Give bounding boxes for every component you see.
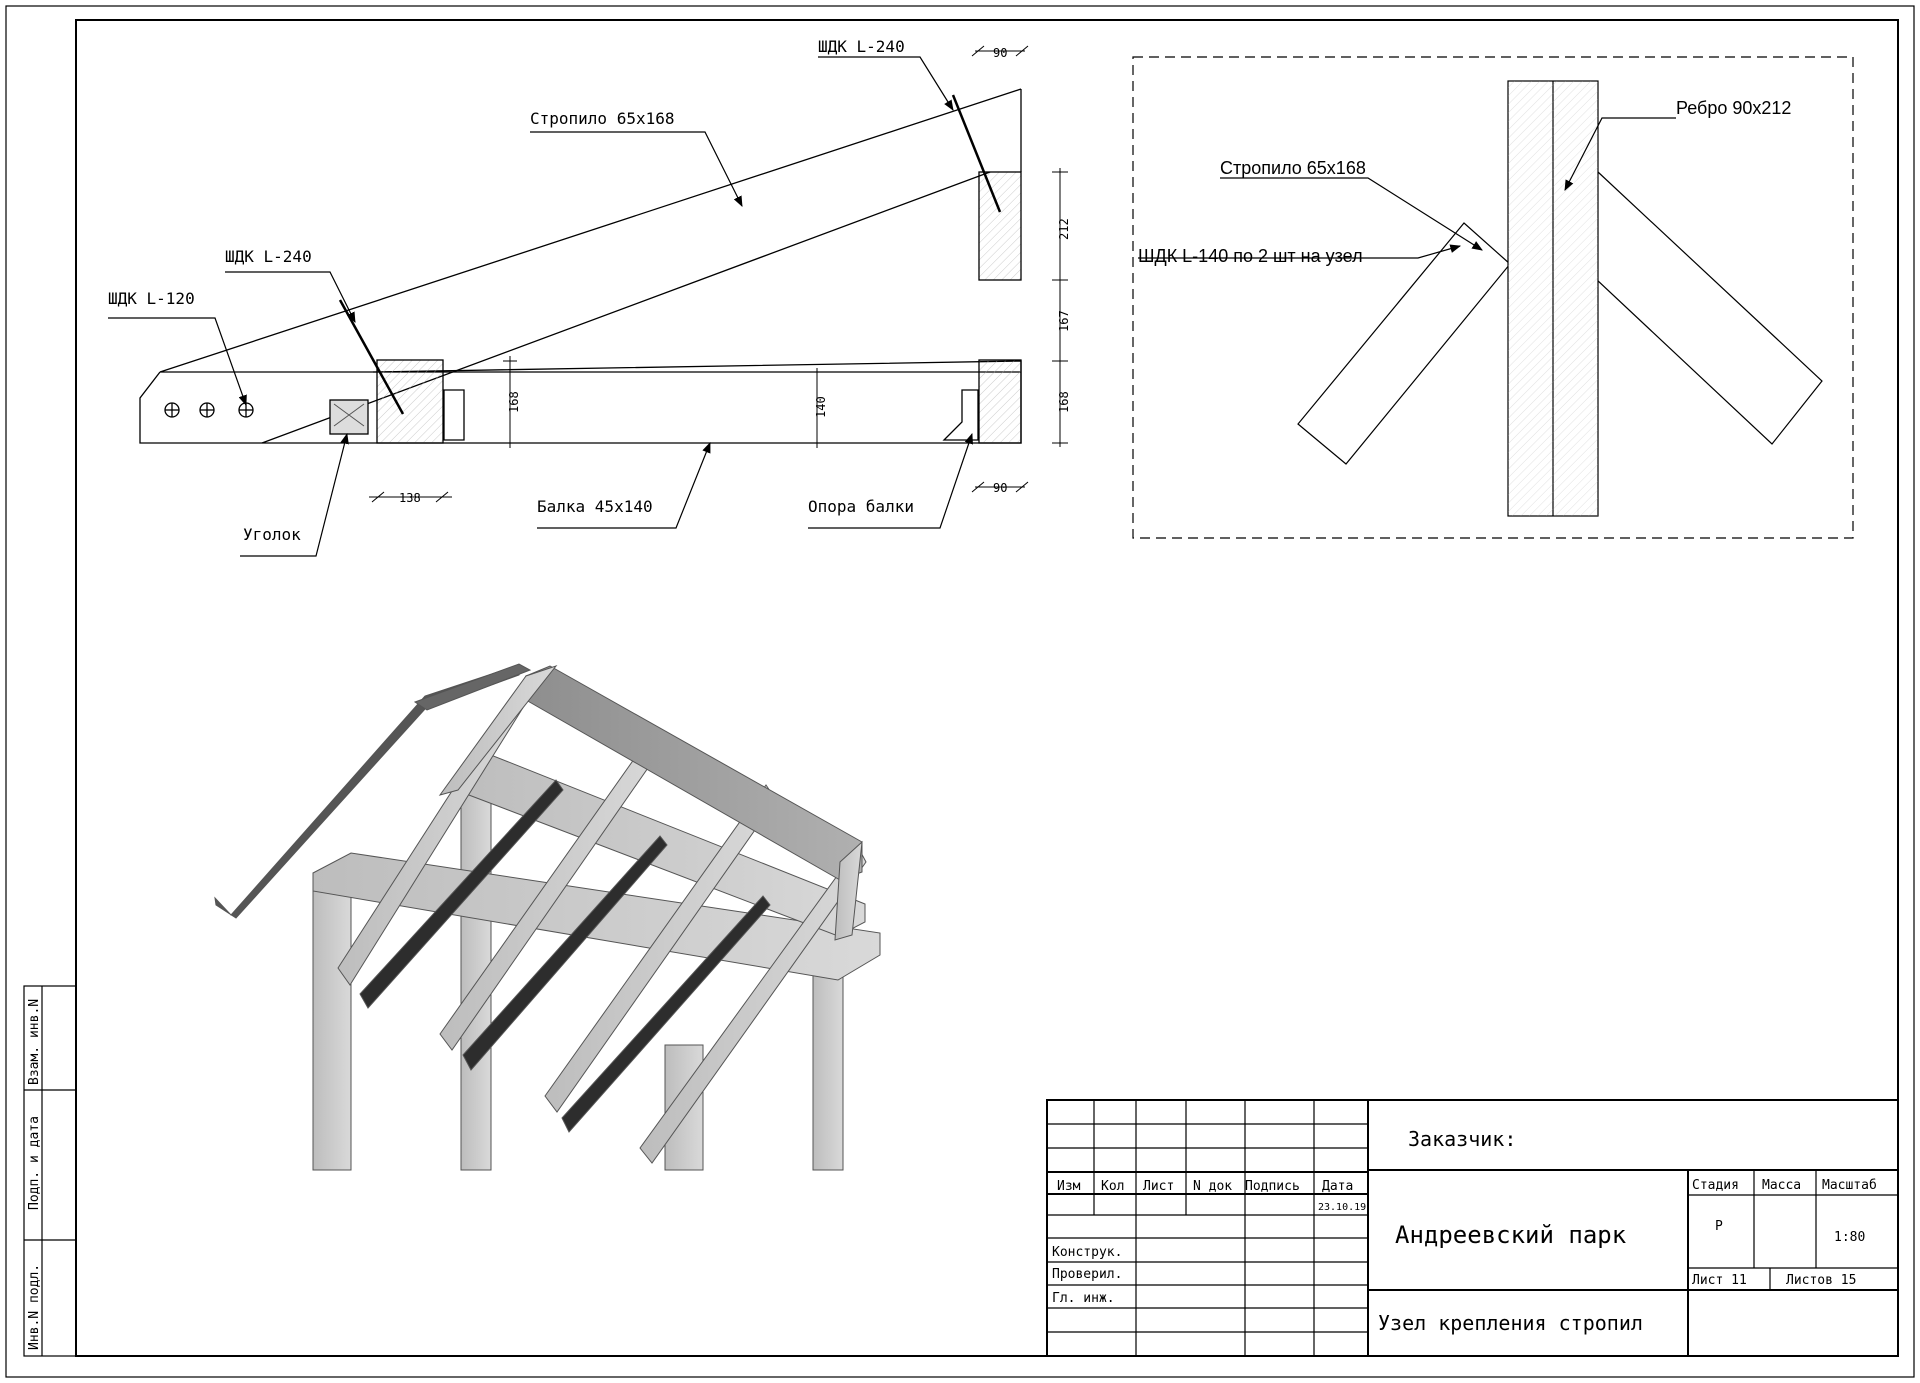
label-shdk-240-left: ШДК L-240: [225, 247, 312, 266]
beam-support-left: [443, 389, 465, 441]
detail-frame: [1132, 56, 1854, 539]
side-view-text: ШДК L-240 Стропило 65x168 ШДК L-240 ШДК …: [108, 37, 914, 544]
side-view-leaders: [108, 56, 973, 557]
date-value: 23.10.19: [1318, 1202, 1366, 1213]
dim-beam-h-right: 168: [1057, 391, 1071, 413]
label-shdk-240-top: ШДК L-240: [818, 37, 905, 56]
rafter-4: [639, 846, 867, 1164]
stage-label: Стадия: [1692, 1178, 1739, 1193]
label-shdk-120: ШДК L-120: [108, 289, 195, 308]
label-beam: Балка 45x140: [537, 497, 653, 516]
rafter-top-edge: [159, 88, 1022, 373]
label-corner: Уголок: [243, 525, 301, 544]
role-proveril: Проверил.: [1052, 1267, 1122, 1282]
header-list: Лист: [1143, 1179, 1174, 1194]
rafter-bottom-edge: [261, 171, 991, 444]
rafter-rear-4: [834, 840, 863, 941]
sheets-total: Листов 15: [1786, 1273, 1856, 1288]
header-podpis: Подпись: [1245, 1179, 1300, 1194]
stage-value: Р: [1715, 1219, 1723, 1234]
dim-rib-h: 212: [1057, 218, 1071, 240]
bolt-holes: [164, 402, 254, 418]
drawing-title: Узел крепления стропил: [1378, 1311, 1643, 1335]
left-post: [376, 359, 444, 444]
dim-top-width: 90: [993, 46, 1007, 60]
detail-view: Ребро 90x212 Стропило 65x168 ШДК L-140 п…: [1132, 56, 1854, 539]
post-back-right: [812, 959, 844, 1171]
dim-gap-h: 167: [1057, 310, 1071, 332]
header-ndok: N док: [1193, 1179, 1232, 1194]
dim-beam-h-left: 168: [507, 391, 521, 413]
rafter-rear-1: [438, 664, 558, 796]
beam-support-right: [942, 389, 979, 441]
header-kol: Кол: [1101, 1179, 1124, 1194]
detail-view-text: Ребро 90x212 Стропило 65x168 ШДК L-140 п…: [1138, 98, 1791, 266]
dim-bottom-left: 138: [399, 491, 421, 505]
customer-label: Заказчик:: [1408, 1127, 1516, 1151]
scale-label: Масштаб: [1822, 1178, 1877, 1193]
detail-label-rib: Ребро 90x212: [1676, 98, 1791, 118]
side-view: [139, 88, 1022, 444]
sheet-number: Лист 11: [1692, 1273, 1747, 1288]
title-block: [1046, 1099, 1899, 1357]
stamp-sign-date: Подп. и дата: [27, 1116, 42, 1210]
dim-bottom-right: 90: [993, 481, 1007, 495]
title-block-text: Заказчик: Андреевский парк Узел креплени…: [1052, 1127, 1877, 1335]
role-gl-inzh: Гл. инж.: [1052, 1291, 1115, 1306]
label-rafter: Стропило 65x168: [530, 109, 675, 128]
label-beam-support: Опора балки: [808, 497, 914, 516]
post-front-left: [312, 872, 352, 1171]
isometric-view: [214, 663, 881, 1171]
detail-label-screws: ШДК L-140 по 2 шт на узел: [1138, 246, 1363, 266]
beam-outline: [139, 360, 1022, 444]
mass-label: Масса: [1762, 1178, 1801, 1193]
project-name: Андреевский парк: [1395, 1221, 1627, 1249]
purlin-3: [561, 895, 771, 1133]
purlin-1: [359, 779, 564, 1009]
dim-beam-inner: 140: [814, 396, 828, 418]
dimension-lines: [369, 45, 1068, 503]
dimension-text: 90 212 167 168 168 140 138 90: [399, 46, 1071, 505]
detail-label-rafter: Стропило 65x168: [1220, 158, 1366, 178]
inner-frame: [75, 19, 1899, 1357]
header-data: Дата: [1322, 1179, 1353, 1194]
header-izm: Изм: [1057, 1179, 1081, 1194]
scale-value: 1:80: [1834, 1230, 1865, 1245]
right-post: [978, 359, 1022, 444]
stamp-inv-vzam: Взам. инв.N: [27, 999, 42, 1085]
screw-left: [338, 299, 405, 415]
ridge-rib: [978, 171, 1022, 281]
purlin-2: [462, 835, 668, 1071]
stamp-inv-orig: Инв.N подл.: [27, 1264, 42, 1350]
role-konstruk: Конструк.: [1052, 1245, 1122, 1260]
screw-top: [951, 94, 1002, 213]
side-stamp: [23, 985, 77, 1357]
side-stamp-text: Взам. инв.N Подп. и дата Инв.N подл.: [27, 999, 42, 1350]
outer-frame: [5, 5, 1915, 1378]
